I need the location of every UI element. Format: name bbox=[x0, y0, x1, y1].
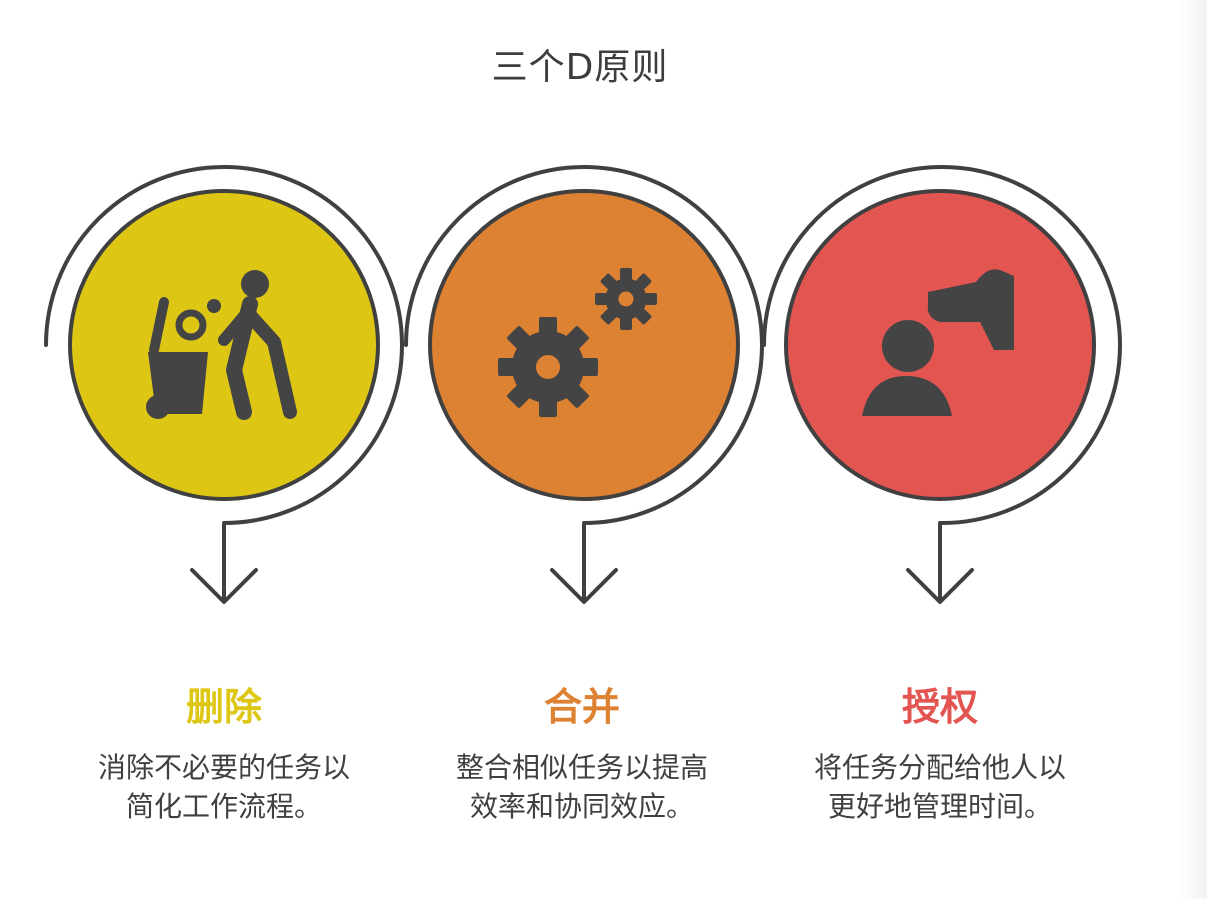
hand-icon bbox=[927, 269, 1014, 350]
step-label-combine: 合并 bbox=[543, 685, 620, 729]
combine-circle bbox=[428, 189, 740, 501]
description-line: 更好地管理时间。 bbox=[827, 790, 1052, 823]
step-combine bbox=[404, 165, 764, 604]
trash-disposal-icon bbox=[146, 270, 297, 420]
gears-icon bbox=[498, 268, 657, 417]
hand-over-person-icon bbox=[862, 269, 1014, 416]
step-delete bbox=[44, 165, 404, 604]
combine-connector bbox=[404, 165, 764, 604]
diagram-title: 三个D原则 bbox=[491, 47, 669, 88]
description-line: 整合相似任务以提高 bbox=[455, 751, 708, 784]
large-gear-icon bbox=[498, 317, 598, 417]
description-line: 将任务分配给他人以 bbox=[813, 751, 1066, 784]
small-gear-icon bbox=[595, 268, 657, 330]
person-body-icon bbox=[862, 376, 952, 416]
delegate-connector bbox=[762, 165, 1122, 604]
step-label-delete: 删除 bbox=[185, 685, 262, 729]
delegate-circle bbox=[784, 189, 1096, 501]
delete-connector bbox=[44, 165, 404, 604]
step-description-delete: 消除不必要的任务以 简化工作流程。 bbox=[54, 748, 394, 826]
description-line: 简化工作流程。 bbox=[125, 790, 322, 823]
description-line: 效率和协同效应。 bbox=[469, 790, 694, 823]
description-line: 消除不必要的任务以 bbox=[97, 751, 350, 784]
step-label-delegate: 授权 bbox=[901, 685, 978, 729]
right-edge-shade bbox=[1177, 0, 1207, 899]
person-head-icon bbox=[882, 320, 934, 372]
step-description-delegate: 将任务分配给他人以 更好地管理时间。 bbox=[770, 748, 1110, 826]
step-delegate bbox=[762, 165, 1122, 604]
step-description-combine: 整合相似任务以提高 效率和协同效应。 bbox=[412, 748, 752, 826]
